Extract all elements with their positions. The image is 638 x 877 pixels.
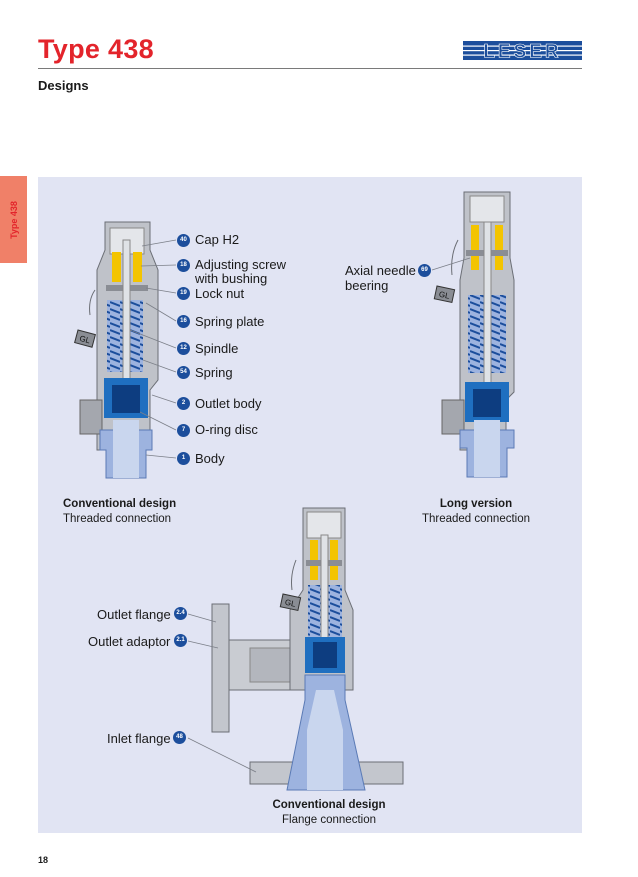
part-label-lock-nut: Lock nut — [195, 286, 245, 301]
part-label-spring-plate: Spring plate — [195, 314, 265, 329]
valve-long-version: GL — [433, 191, 515, 478]
part-badge-2: 2 — [177, 397, 190, 410]
gl-tag-2: GL — [438, 290, 451, 301]
page-title: Type 438 — [38, 34, 154, 64]
part-label-body: Body — [195, 451, 225, 466]
part-badge-69: 69 — [418, 264, 431, 277]
part-badge-12: 12 — [177, 342, 190, 355]
part-label-axial-needle-line2: beering — [345, 278, 389, 293]
part-badge-54: 54 — [177, 366, 190, 379]
part-badge-40: 40 — [177, 234, 190, 247]
page-number: 18 — [38, 855, 49, 865]
svg-text:LESER: LESER — [483, 42, 561, 61]
part-badge-18: 18 — [177, 259, 190, 272]
part-label-axial-needle: Axial needle — [345, 263, 416, 278]
part-label-outlet-body: Outlet body — [195, 396, 262, 411]
part-label-o-ring-disc: O-ring disc — [195, 422, 258, 437]
part-label-outlet-adaptor: Outlet adaptor — [88, 634, 171, 649]
section-heading: Designs — [38, 78, 89, 93]
caption-subtitle: Threaded connection — [421, 513, 531, 525]
part-label-adjusting-screw-line2: with bushing — [195, 271, 268, 286]
part-badge-2-1: 2.1 — [174, 634, 187, 647]
gl-tag-1: GL — [78, 334, 91, 346]
part-badge-16: 16 — [177, 315, 190, 328]
caption-long-version: Long version Threaded connection — [414, 497, 538, 527]
caption-title: Long version — [439, 498, 513, 510]
leser-logo: LESER — [463, 41, 582, 60]
valve-conventional-threaded: GL — [74, 221, 159, 479]
side-tab: Type 438 — [0, 176, 27, 263]
header-rule — [38, 68, 582, 69]
caption-title: Conventional design — [272, 799, 386, 811]
caption-conventional-flange: Conventional design Flange connection — [262, 798, 396, 828]
caption-subtitle: Flange connection — [282, 814, 376, 826]
part-badge-19: 19 — [177, 287, 190, 300]
part-label-spring: Spring — [195, 365, 233, 380]
valve-conventional-flange: GL — [211, 507, 404, 791]
part-badge-7: 7 — [177, 424, 190, 437]
part-label-outlet-flange: Outlet flange — [97, 607, 171, 622]
part-label-spindle: Spindle — [195, 341, 239, 356]
part-badge-1: 1 — [177, 452, 190, 465]
gl-tag-3: GL — [284, 598, 297, 609]
caption-conventional-threaded: Conventional design Threaded connection — [63, 497, 176, 527]
part-badge-48: 48 — [173, 731, 186, 744]
caption-subtitle: Threaded connection — [63, 513, 172, 525]
caption-title: Conventional design — [63, 498, 177, 510]
part-label-cap: Cap H2 — [195, 232, 240, 247]
part-label-inlet-flange: Inlet flange — [107, 731, 171, 746]
part-badge-2-4: 2.4 — [174, 607, 187, 620]
part-label-adjusting-screw: Adjusting screw — [195, 257, 287, 272]
